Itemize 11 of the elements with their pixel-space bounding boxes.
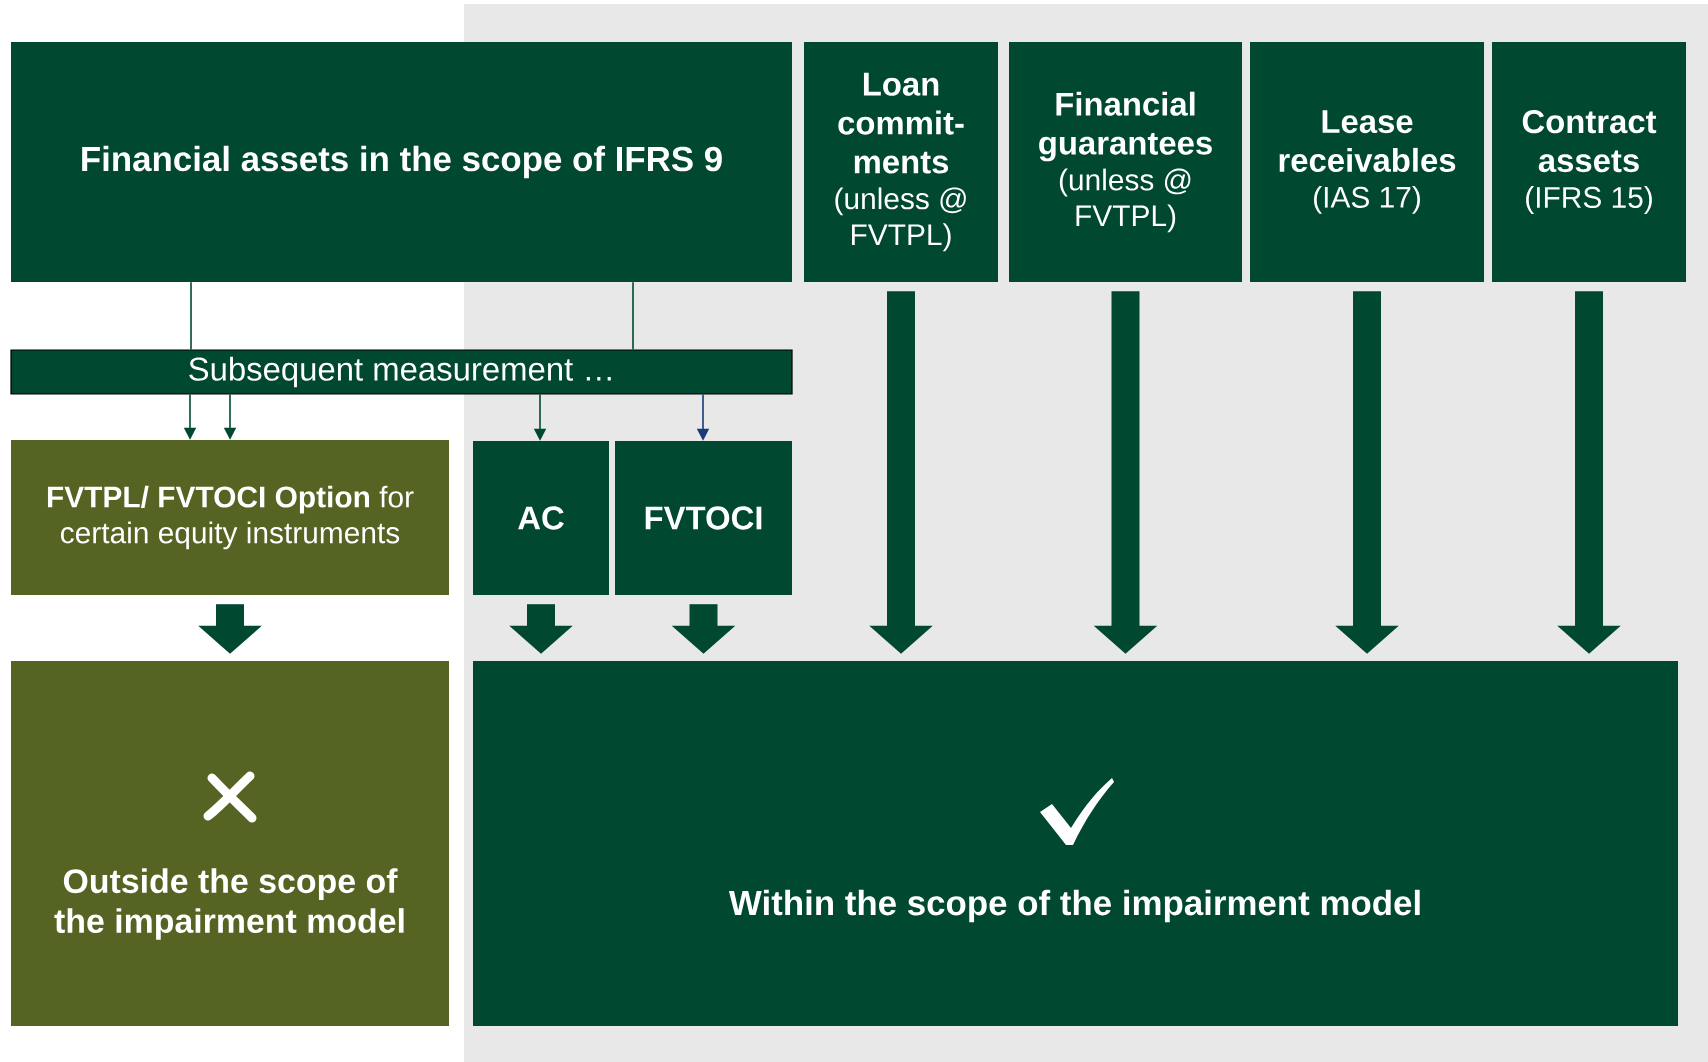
category-box: FVTOCI xyxy=(615,441,792,595)
result-box: Within the scope of the impairment model xyxy=(473,661,1679,1026)
category-box: Financial guarantees (unless @ FVTPL) xyxy=(1009,42,1242,282)
category-box: Loan commit- ments (unless @ FVTPL) xyxy=(804,42,998,282)
title-box: Financial assets in the scope of IFRS 9 xyxy=(11,42,792,282)
category-box: FVTPL/ FVTOCI Option for certain equity instruments xyxy=(11,440,449,595)
result-box: Outside the scope of the impairment model xyxy=(11,661,449,1026)
measurement-bar: Subsequent measurement … xyxy=(10,349,793,395)
category-box: Contract assets (IFRS 15) xyxy=(1492,42,1686,282)
category-box: Lease receivables (IAS 17) xyxy=(1250,42,1484,282)
category-box: AC xyxy=(473,441,609,595)
